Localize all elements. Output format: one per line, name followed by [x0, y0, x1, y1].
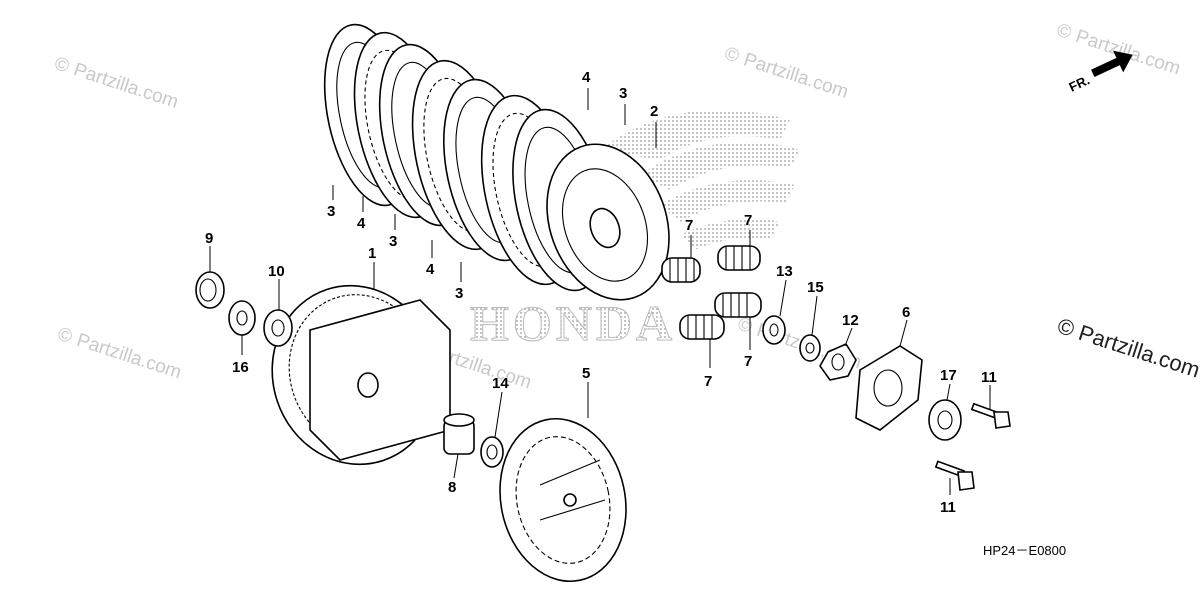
callout-5-pressure-plate: 5	[582, 365, 590, 382]
bolt-11-b	[934, 460, 975, 491]
callout-14-washer: 14	[492, 375, 509, 392]
clutch-outer-1	[271, 284, 451, 466]
clutch-spring-7-a	[661, 257, 701, 283]
lifter-plate-6	[855, 345, 923, 431]
washer-14	[480, 436, 504, 468]
washer-13	[762, 315, 786, 345]
collar-8	[443, 413, 475, 455]
callout-4-clutch-plate: 4	[357, 215, 366, 232]
callout-10-washer: 10	[268, 263, 285, 280]
callout-9-collar: 9	[205, 230, 213, 247]
svg-text:©Partzilla.com: ©Partzilla.com	[722, 43, 851, 103]
svg-text:©Partzilla.com: ©Partzilla.com	[1054, 20, 1183, 80]
callout-3-friction-disc: 3	[327, 203, 335, 220]
callout-11-bolt: 11	[940, 499, 956, 516]
watermark-top-right: ©Partzilla.com	[1054, 20, 1183, 80]
thrust-washer-10	[263, 309, 293, 347]
honda-brand-watermark: HONDA	[470, 295, 676, 351]
callout-3-friction-disc: 3	[389, 233, 397, 250]
callout-17-bearing: 17	[940, 367, 957, 384]
bolt-11-a	[970, 402, 1011, 429]
callout-8-collar: 8	[448, 479, 456, 496]
callout-16-lock-washer: 16	[232, 359, 249, 376]
callout-7-spring: 7	[704, 373, 712, 390]
callout-7-spring: 7	[685, 217, 693, 234]
callout-15-washer: 15	[807, 279, 824, 296]
callout-13-washer: 13	[776, 263, 793, 280]
svg-text:©Partzilla.com: ©Partzilla.com	[55, 324, 184, 384]
clutch-spring-7-d	[679, 314, 725, 340]
diagram-code: HP24－E0800	[983, 543, 1066, 558]
watermark-right-edge: ©Partzilla.com	[1054, 313, 1200, 383]
svg-text:©Partzilla.com: ©Partzilla.com	[1054, 313, 1200, 383]
callout-4-clutch-plate: 4	[426, 261, 435, 278]
watermark-top-center: ©Partzilla.com	[722, 43, 851, 103]
callout-3-friction-disc: 3	[455, 285, 463, 302]
callout-6-lifter-plate: 6	[902, 304, 910, 321]
callout-3-friction-disc: 3	[619, 85, 627, 102]
lock-washer-16	[228, 300, 256, 336]
wing-logo-watermark	[600, 110, 800, 250]
callout-11-bolt: 11	[981, 369, 997, 386]
callout-12-lock-nut: 12	[842, 312, 859, 329]
front-direction-label: FR.	[1067, 72, 1092, 94]
clutch-spring-7-b	[717, 245, 761, 271]
callout-2-clutch-center: 2	[650, 103, 658, 120]
watermark-mid-left: ©Partzilla.com	[55, 324, 184, 384]
svg-text:©Partzilla.com: ©Partzilla.com	[52, 53, 181, 113]
washer-15	[799, 334, 821, 362]
callout-1-clutch-outer: 1	[368, 245, 376, 262]
clutch-center-2	[546, 143, 670, 301]
callout-4-clutch-plate: 4	[582, 69, 591, 86]
watermark-top-left: ©Partzilla.com	[52, 53, 181, 113]
callout-7-spring: 7	[744, 212, 752, 229]
leader-lines	[209, 88, 991, 495]
bearing-17	[928, 399, 962, 441]
callout-7-spring: 7	[744, 353, 752, 370]
clutch-spring-7-c	[714, 292, 762, 318]
collar-9	[195, 271, 225, 309]
pressure-plate-5	[499, 417, 627, 583]
